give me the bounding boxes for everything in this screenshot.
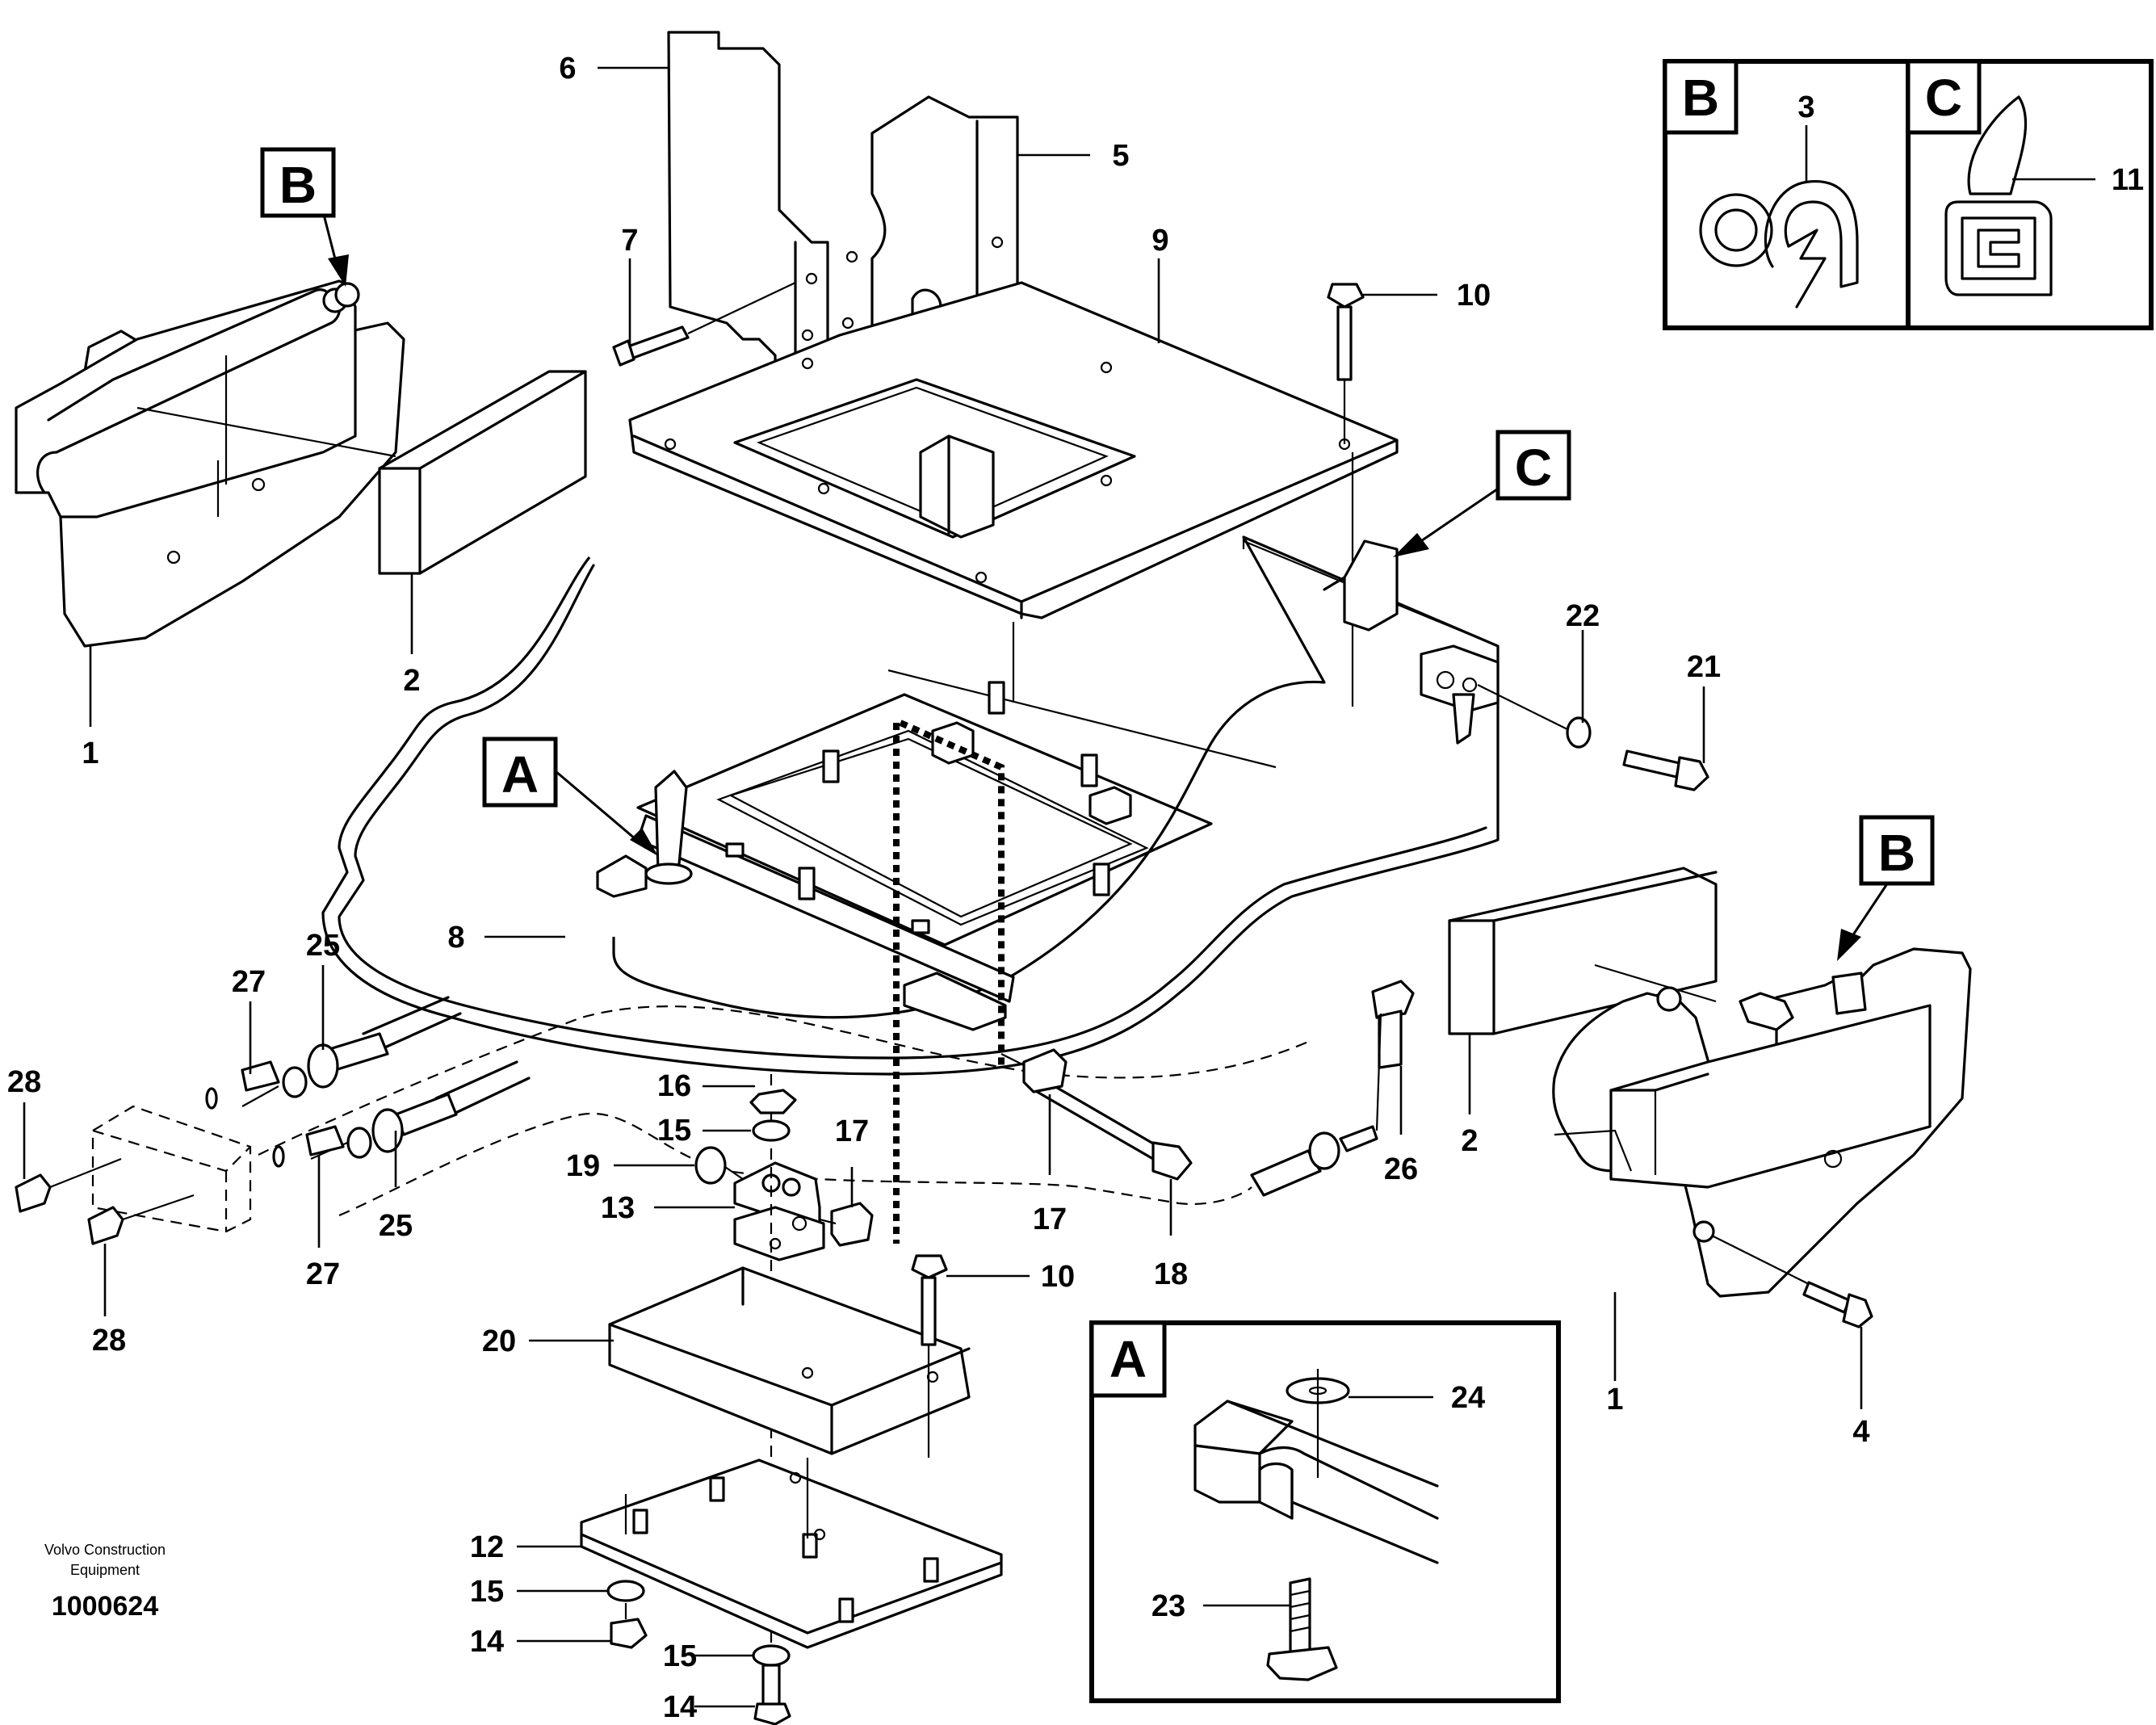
label-part-15-top: 15 (657, 1114, 691, 1148)
callout-pointers (321, 211, 1891, 961)
svg-text:B: B (279, 156, 317, 214)
inset-c-label: C (1925, 69, 1962, 127)
label-part-2-right: 2 (1461, 1124, 1478, 1158)
label-part-28-top: 28 (7, 1065, 41, 1099)
label-part-1-left: 1 (82, 737, 99, 770)
svg-text:B: B (1878, 824, 1915, 882)
label-part-11: 11 (2112, 163, 2144, 197)
label-part-14-bottom: 14 (663, 1690, 697, 1724)
label-part-23: 23 (1151, 1589, 1185, 1623)
badge-c: C (1495, 430, 1571, 501)
label-part-1-right: 1 (1606, 1383, 1623, 1417)
label-part-16: 16 (657, 1069, 691, 1103)
label-part-25-top: 25 (306, 929, 340, 963)
badge-b-right: B (1859, 815, 1935, 886)
base-plate-posts (632, 1476, 939, 1623)
label-part-6: 6 (559, 52, 576, 86)
brand-line-1: Volvo Construction (44, 1542, 166, 1558)
svg-text:A: A (501, 745, 539, 804)
label-part-28-bottom: 28 (92, 1324, 126, 1358)
right-side-panel (1448, 867, 1972, 1328)
inset-b-label: B (1682, 69, 1719, 127)
detail-inset-bc (1663, 59, 2154, 330)
label-part-15-bottom: 15 (663, 1639, 697, 1673)
label-part-24: 24 (1451, 1381, 1485, 1415)
part-number-labels: 6 5 7 9 10 3 11 22 21 1 2 8 25 27 28 28 … (7, 52, 2144, 1724)
mounting-holes-9 (664, 357, 1351, 584)
label-part-19: 19 (566, 1149, 600, 1183)
label-part-18: 18 (1154, 1257, 1188, 1291)
label-part-13: 13 (601, 1191, 635, 1225)
bolt-10-top (1327, 283, 1365, 444)
label-part-17-left: 17 (835, 1114, 869, 1148)
label-part-8: 8 (447, 921, 464, 955)
badge-b-left: B (260, 147, 336, 218)
left-side-panel (15, 279, 587, 648)
label-part-22: 22 (1566, 599, 1600, 633)
label-part-10-top: 10 (1457, 279, 1491, 313)
label-part-20: 20 (482, 1324, 516, 1358)
detail-inset-a (1089, 1320, 1561, 1703)
cable-assembly (15, 980, 1415, 1245)
label-part-27-bottom: 27 (306, 1257, 340, 1291)
label-part-14-left: 14 (470, 1625, 504, 1659)
label-part-2-left: 2 (403, 664, 420, 698)
label-part-4: 4 (1852, 1415, 1869, 1449)
leader-lines (23, 66, 2095, 1708)
brand-line-2: Equipment (70, 1562, 140, 1578)
svg-text:C: C (1515, 439, 1552, 497)
inset-a-label: A (1109, 1330, 1147, 1388)
label-part-27-top: 27 (232, 965, 266, 999)
label-part-10-bottom: 10 (1041, 1260, 1075, 1294)
label-part-21: 21 (1687, 650, 1721, 684)
label-part-7: 7 (621, 224, 638, 258)
top-plate-9 (628, 281, 1399, 619)
badge-a: A (482, 737, 558, 808)
bolt-7 (612, 282, 796, 367)
label-part-15-left: 15 (470, 1575, 504, 1609)
label-part-5: 5 (1112, 139, 1129, 173)
label-part-12: 12 (470, 1530, 504, 1564)
label-part-3: 3 (1797, 90, 1814, 124)
brand-block: Volvo Construction Equipment 1000624 (44, 1542, 166, 1622)
clip-mount (1323, 539, 1500, 745)
label-part-25-bottom: 25 (379, 1209, 413, 1243)
bolt-21-washer-22 (1477, 684, 1709, 791)
lower-assembly (580, 720, 1193, 1725)
label-part-26: 26 (1384, 1152, 1418, 1186)
label-part-9: 9 (1151, 224, 1168, 258)
label-part-17-right: 17 (1033, 1202, 1067, 1236)
housing-8 (321, 452, 1500, 1076)
document-number: 1000624 (52, 1591, 158, 1622)
